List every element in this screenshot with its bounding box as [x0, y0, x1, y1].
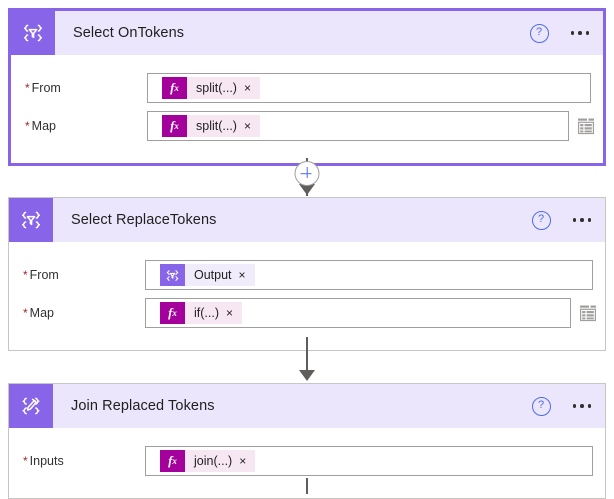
- required-marker: *: [23, 454, 28, 468]
- table-view-icon[interactable]: [579, 304, 597, 322]
- connector-arrow-icon: [299, 370, 315, 381]
- field-label-text: From: [31, 81, 61, 95]
- field-label-map: *Map: [9, 306, 145, 320]
- token-label: Output: [194, 268, 232, 282]
- field-label-text: Map: [29, 306, 54, 320]
- from-input[interactable]: Output ×: [145, 260, 593, 290]
- required-marker: *: [25, 119, 30, 133]
- overflow-menu-icon[interactable]: [569, 398, 596, 414]
- select-filter-icon: [9, 198, 53, 242]
- required-marker: *: [23, 306, 28, 320]
- field-label-map: *Map: [11, 119, 147, 133]
- card-body: *From: [9, 242, 605, 350]
- token-remove-icon[interactable]: ×: [243, 81, 251, 95]
- overflow-menu-icon[interactable]: [567, 25, 594, 41]
- help-icon[interactable]: ?: [531, 396, 551, 416]
- card-title: Select ReplaceTokens: [71, 212, 217, 228]
- token-label: if(...): [194, 306, 219, 320]
- field-label-text: Inputs: [29, 454, 64, 468]
- action-card-select-replacetokens[interactable]: Select ReplaceTokens ? *From: [8, 197, 606, 351]
- card-title: Join Replaced Tokens: [71, 398, 215, 414]
- token-remove-icon[interactable]: ×: [239, 454, 247, 468]
- card-header-actions: ?: [531, 198, 596, 242]
- table-view-icon[interactable]: [577, 117, 595, 135]
- card-header[interactable]: Join Replaced Tokens ?: [9, 384, 605, 428]
- field-label-text: Map: [31, 119, 56, 133]
- card-title: Select OnTokens: [73, 25, 185, 41]
- field-label-inputs: *Inputs: [9, 454, 145, 468]
- token-remove-icon[interactable]: ×: [226, 306, 234, 320]
- token-remove-icon[interactable]: ×: [243, 119, 251, 133]
- token-remove-icon[interactable]: ×: [238, 268, 246, 282]
- select-filter-icon: [160, 264, 185, 286]
- select-filter-icon: [11, 11, 55, 55]
- connector-line: [306, 478, 308, 494]
- help-icon[interactable]: ?: [531, 210, 551, 230]
- token-label: join(...): [194, 454, 233, 468]
- connector-arrow-icon: [299, 184, 315, 195]
- field-row-from: *From: [9, 260, 605, 290]
- add-step-button[interactable]: [294, 161, 320, 186]
- help-icon[interactable]: ?: [529, 23, 549, 43]
- field-label-from: *From: [9, 268, 145, 282]
- token-label: split(...): [196, 119, 237, 133]
- card-header[interactable]: Select ReplaceTokens ?: [9, 198, 605, 242]
- output-token[interactable]: Output ×: [160, 264, 255, 286]
- field-label-from: *From: [11, 81, 147, 95]
- join-pencil-icon: [9, 384, 53, 428]
- token-label: split(...): [196, 81, 237, 95]
- required-marker: *: [25, 81, 30, 95]
- card-header-actions: ?: [529, 11, 594, 55]
- card-header-actions: ?: [531, 384, 596, 428]
- required-marker: *: [23, 268, 28, 282]
- overflow-menu-icon[interactable]: [569, 212, 596, 228]
- connector-line: [306, 337, 308, 373]
- card-header[interactable]: Select OnTokens ?: [11, 11, 603, 55]
- field-label-text: From: [29, 268, 59, 282]
